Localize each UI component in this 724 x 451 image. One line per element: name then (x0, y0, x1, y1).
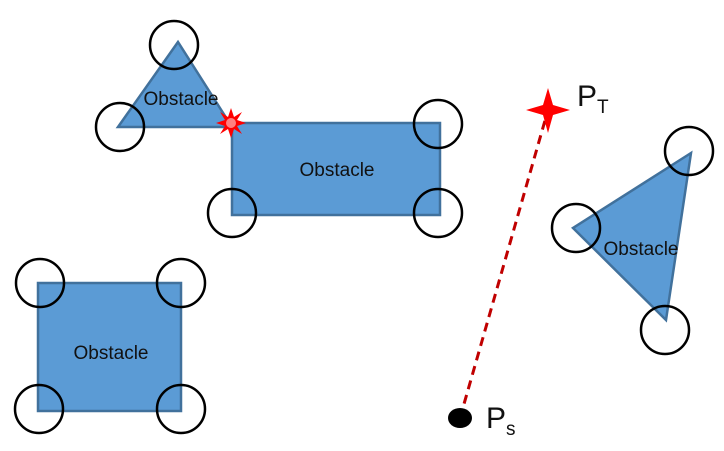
obstacle-triangle-right-shape (571, 150, 693, 323)
vertex-circle (412, 187, 464, 239)
obstacle-rectangle-top-shape (230, 121, 442, 217)
vertex-circle (206, 187, 258, 239)
obstacle-triangle-top: Obstacle (94, 19, 235, 153)
vertex-circle (148, 19, 200, 71)
obstacle-square-left: Obstacle (13, 257, 207, 435)
vertex-circle (94, 101, 146, 153)
start-point: Ps (448, 402, 516, 440)
four-point-star-icon (526, 88, 570, 133)
vertex-circle (13, 383, 65, 435)
target-point: PT (526, 80, 609, 133)
vertex-circle (412, 98, 464, 150)
vertex-circle (14, 257, 66, 309)
vertex-circle (639, 304, 691, 356)
vertex-circle (155, 257, 207, 309)
obstacle-square-left-shape (36, 281, 183, 413)
obstacle-label: Obstacle (604, 239, 679, 260)
starburst-icon (216, 108, 246, 138)
obstacle-label: Obstacle (300, 160, 375, 181)
obstacle-label: Obstacle (144, 89, 219, 110)
vertex-circle (550, 202, 602, 254)
vertex-circle (155, 383, 207, 435)
vertex-circle (663, 125, 715, 177)
obstacle-triangle-right: Obstacle (550, 125, 715, 356)
start-label: Ps (486, 402, 516, 440)
target-label: PT (577, 80, 609, 118)
filled-ellipse-icon (448, 408, 472, 428)
obstacle-rectangle-top: Obstacle (206, 98, 464, 239)
obstacle-label: Obstacle (74, 343, 149, 364)
path-line (458, 109, 550, 419)
obstacle-triangle-top-shape (115, 39, 235, 129)
